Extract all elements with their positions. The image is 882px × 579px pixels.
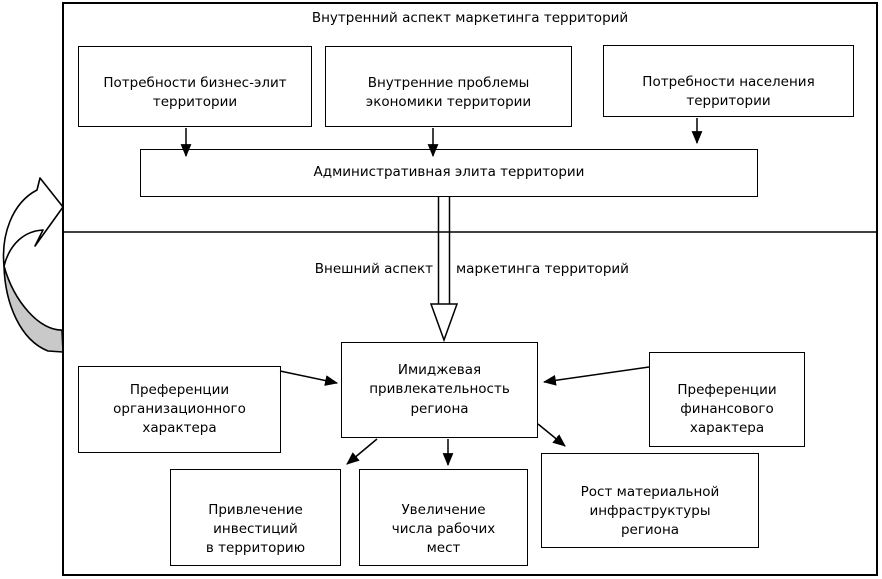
box-business-elite-needs-label: Потребности бизнес-элит территории (103, 75, 287, 111)
box-image-attractiveness: Имиджевая привлекательность региона (341, 342, 538, 438)
internal-aspect-title: Внутренний аспект маркетинга территорий (311, 10, 629, 26)
box-administrative-elite: Административная элита территории (140, 149, 758, 197)
box-infrastructure-growth-label: Рост материальной инфраструктуры региона (580, 484, 720, 539)
external-aspect-title-right: маркетинга территорий (456, 261, 629, 277)
box-org-preferences-label: Преференции организационного характера (113, 381, 246, 437)
box-economy-problems: Внутренние проблемы экономики территории (325, 46, 572, 127)
box-jobs-increase-label: Увеличение числа рабочих мест (391, 502, 496, 557)
box-population-needs: Потребности населения территории (603, 45, 854, 117)
box-fin-preferences-label: Преференции финансового характера (677, 382, 777, 437)
box-administrative-elite-label: Административная элита территории (313, 164, 585, 181)
external-aspect-title-left: Внешний аспект (314, 261, 433, 277)
box-population-needs-label: Потребности населения территории (642, 74, 815, 110)
box-economy-problems-label: Внутренние проблемы экономики территории (365, 75, 532, 111)
box-investment-attraction-label: Привлечение инвестиций в территорию (205, 502, 306, 557)
cycle-arrow-icon (2, 177, 64, 267)
arrow-org-to-image (279, 370, 339, 386)
arrow-image-to-infrastructure (537, 423, 566, 447)
hollow-down-arrow (429, 197, 459, 343)
box-investment-attraction: Привлечение инвестиций в территорию (170, 469, 341, 566)
arrow-image-to-investment (346, 438, 378, 465)
box-image-attractiveness-label: Имиджевая привлекательность региона (369, 362, 510, 417)
box-fin-preferences: Преференции финансового характера (649, 352, 805, 447)
box-business-elite-needs: Потребности бизнес-элит территории (78, 46, 312, 127)
arrow-fin-to-image (542, 366, 650, 386)
cycle-arrow-shade (3, 265, 64, 353)
box-org-preferences: Преференции организационного характера (78, 366, 281, 453)
box-infrastructure-growth: Рост материальной инфраструктуры региона (541, 453, 759, 548)
box-jobs-increase: Увеличение числа рабочих мест (359, 469, 528, 566)
